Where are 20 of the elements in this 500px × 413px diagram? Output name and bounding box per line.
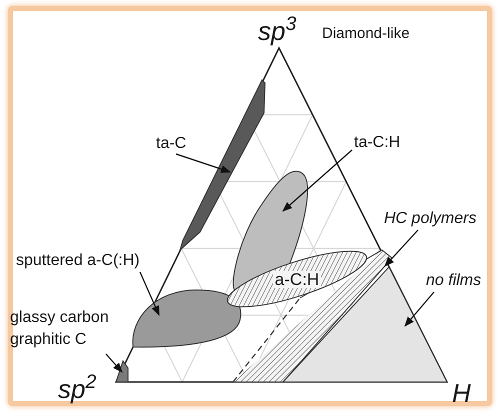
- region-label: a-C:H: [272, 270, 322, 288]
- vertex-label: H: [452, 380, 471, 406]
- vertex-label: sp$^{3}$: [258, 18, 296, 44]
- leader-arrow: [384, 230, 418, 267]
- blob-region: [115, 360, 128, 382]
- region-label: ta-C: [156, 133, 196, 155]
- hatched-band: [232, 249, 393, 382]
- leader-arrow: [139, 272, 160, 316]
- region-label: no films: [426, 270, 490, 292]
- region-label: Diamond-like: [322, 26, 410, 41]
- region-label: ta-C:H: [354, 132, 418, 154]
- region-label: HC polymers: [384, 208, 490, 230]
- leader-arrow: [106, 354, 123, 373]
- vertex-label: sp$^{2}$: [58, 376, 96, 402]
- region-label: sputtered a-C(:H): [16, 250, 162, 272]
- leader-arrow: [404, 292, 434, 327]
- blob-region: [132, 290, 242, 348]
- leader-arrow: [176, 153, 231, 173]
- leader-arrow: [282, 150, 352, 212]
- region-label: glassy carbon graphitic C: [10, 307, 124, 350]
